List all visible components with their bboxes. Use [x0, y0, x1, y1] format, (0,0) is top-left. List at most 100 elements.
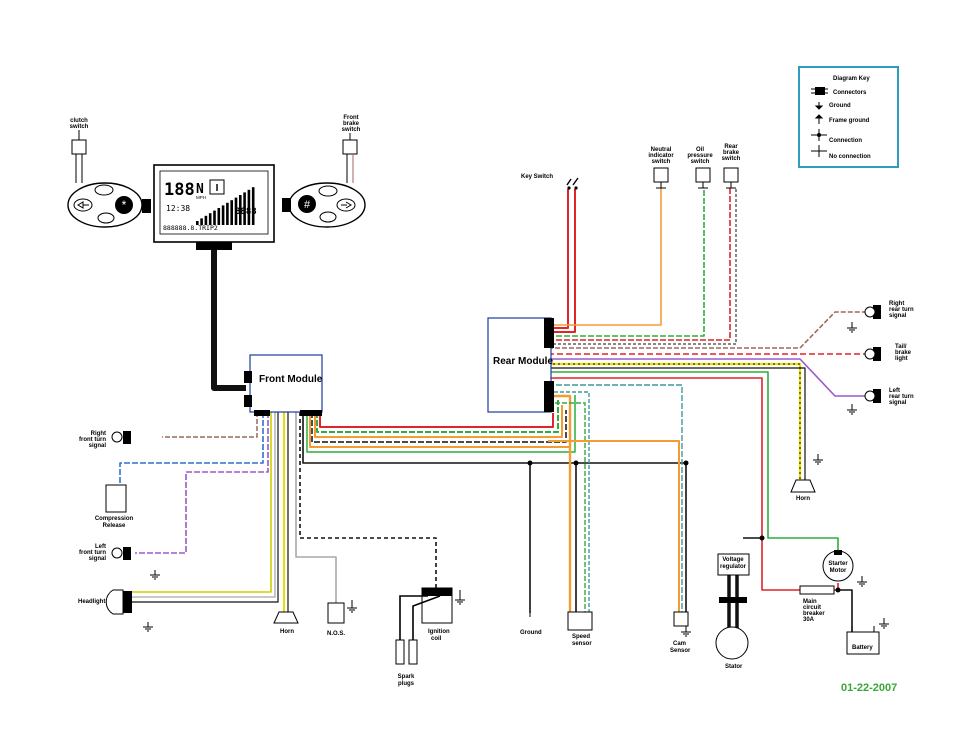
svg-text:N.O.S.: N.O.S.: [327, 631, 345, 637]
diagram-date: 01-22-2007: [841, 682, 897, 694]
voltage-regulator: Voltage regulator: [717, 553, 750, 603]
svg-text:30A: 30A: [803, 617, 815, 623]
svg-text:signal: signal: [889, 313, 907, 319]
svg-text:Right: Right: [91, 431, 106, 437]
oil-label-1: Oil: [696, 147, 704, 153]
tach-bar: [226, 202, 229, 225]
front-module-label: Front Module: [259, 374, 323, 385]
junction-dots: [527, 460, 765, 541]
tach-bar: [234, 197, 238, 225]
svg-text:switch: switch: [342, 127, 361, 133]
ground-symbols: [143, 182, 889, 637]
tach-bar: [247, 189, 251, 225]
ignition-coil: Ignition coil: [399, 587, 453, 642]
svg-text:Main: Main: [803, 599, 817, 605]
tach-bar: [221, 205, 225, 225]
neutral-switch: Neutral indicator switch: [648, 147, 674, 183]
svg-text:brake: brake: [895, 350, 912, 356]
front-horn: Horn: [273, 611, 299, 635]
clutch-label: clutch switch: [70, 118, 89, 130]
left-front-turn-signal: Left front turn signal: [79, 544, 131, 562]
spark-plugs: Spark plugs: [395, 639, 418, 687]
key-switch-label: Key Switch: [521, 174, 553, 180]
svg-text:plugs: plugs: [398, 681, 415, 687]
svg-text:signal: signal: [89, 443, 107, 449]
key-item-frame-ground: Frame ground: [829, 118, 870, 124]
right-switch-pod: #: [282, 182, 366, 228]
tach-bar: [204, 215, 208, 225]
svg-text:Starter: Starter: [828, 561, 848, 567]
svg-text:Horn: Horn: [796, 496, 810, 502]
main-circuit-breaker: Main circuit breaker 30A: [799, 585, 835, 623]
nos-solenoid: N.O.S.: [327, 602, 345, 637]
svg-text:switch: switch: [70, 124, 89, 130]
svg-text:Stator: Stator: [725, 664, 743, 670]
tach-bar: [196, 221, 199, 225]
dash-odometer: 888888.8.TRIP2: [163, 224, 218, 232]
svg-text:Tail/: Tail/: [895, 344, 907, 350]
cam-sensor: Cam Sensor: [670, 611, 691, 654]
svg-text:Left: Left: [95, 544, 106, 550]
svg-text:Headlight: Headlight: [78, 599, 105, 605]
svg-text:Speed: Speed: [572, 634, 590, 640]
front-brake-label: Front brake switch: [342, 115, 361, 133]
dash-clock: 12:38: [166, 204, 190, 213]
svg-text:rear turn: rear turn: [889, 307, 914, 313]
neutral-label-2: indicator: [648, 153, 674, 159]
right-rear-turn-signal: Right rear turn signal: [864, 301, 914, 319]
rear-brake-label-3: switch: [722, 156, 741, 162]
svg-text:Cam: Cam: [673, 641, 686, 647]
dash-unit: MPH: [196, 195, 206, 200]
svg-text:Ignition: Ignition: [428, 629, 450, 635]
svg-text:#: #: [304, 199, 311, 211]
battery: Battery: [846, 626, 880, 655]
svg-text:rear turn: rear turn: [889, 394, 914, 400]
tach-bar: [208, 213, 212, 225]
rear-horn: Horn: [790, 479, 816, 502]
neutral-label-3: switch: [652, 159, 671, 165]
key-switch: Key Switch: [521, 174, 578, 190]
key-item-no-connection: No connection: [829, 154, 871, 160]
key-title: Diagram Key: [833, 76, 870, 82]
key-item-connectors: Connectors: [833, 90, 867, 96]
svg-text:brake: brake: [343, 121, 360, 127]
tach-bar: [243, 192, 246, 225]
left-switch-pod: *: [67, 182, 151, 228]
svg-text:coil: coil: [431, 636, 442, 642]
diagram-key: Diagram Key Connectors Ground Frame grou…: [798, 66, 899, 168]
wire-harness: [119, 177, 874, 632]
dash-gear: N: [196, 182, 204, 197]
svg-text:circuit: circuit: [803, 605, 821, 611]
front-brake-switch: [342, 133, 358, 183]
tach-bar: [213, 210, 216, 225]
rear-brake-label-2: brake: [723, 150, 740, 156]
svg-text:Release: Release: [103, 523, 126, 529]
svg-text:Sensor: Sensor: [670, 648, 691, 654]
svg-text:regulator: regulator: [720, 564, 747, 570]
speed-sensor: Speed sensor: [567, 611, 593, 647]
rear-brake-switch: Rear brake switch: [722, 144, 741, 183]
key-item-ground: Ground: [829, 103, 851, 109]
svg-text:Compression: Compression: [95, 516, 134, 522]
headlight: Headlight: [78, 589, 132, 615]
oil-label-2: pressure: [687, 153, 713, 159]
svg-text:Left: Left: [889, 388, 900, 394]
svg-text:clutch: clutch: [70, 118, 88, 124]
front-module: Front Module: [244, 354, 323, 416]
svg-text:Spark: Spark: [398, 674, 415, 680]
dash-display: 188 N MPH I 12:38 8888 888888.8.TRIP2: [153, 164, 275, 250]
oil-label-3: switch: [691, 159, 710, 165]
left-rear-turn-signal: Left rear turn signal: [864, 388, 914, 406]
svg-text:I: I: [216, 183, 219, 194]
tach-bar: [200, 218, 203, 225]
svg-text:front turn: front turn: [79, 437, 106, 443]
svg-text:Ground: Ground: [520, 630, 542, 636]
svg-text:light: light: [895, 356, 908, 362]
svg-text:signal: signal: [89, 556, 107, 562]
svg-text:breaker: breaker: [803, 611, 825, 617]
svg-text:sensor: sensor: [572, 641, 592, 647]
tach-bar: [217, 208, 221, 225]
key-item-connection: Connection: [829, 138, 862, 144]
dash-digits: 188: [164, 180, 195, 200]
